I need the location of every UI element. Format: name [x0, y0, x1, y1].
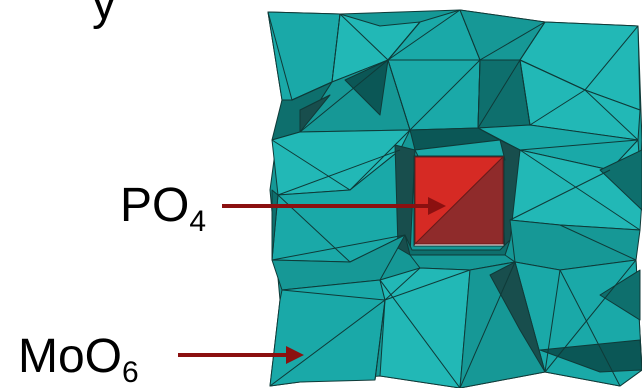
moo6-arrow: [178, 346, 304, 364]
top-label-fragment: y: [92, 0, 116, 28]
tetrahedron-back-face: [413, 155, 504, 245]
po4-tetrahedron: [413, 155, 505, 247]
top-label-text: y: [92, 0, 116, 30]
middle-right-octahedra: [477, 124, 642, 271]
top-row-octahedra: [267, 9, 641, 141]
moo6-label: MoO6: [18, 333, 139, 388]
central-cavity-frame: [404, 127, 516, 271]
po4-label-main: PO: [120, 179, 190, 232]
moo6-label-main: MoO: [18, 330, 123, 383]
po4-arrow: [222, 197, 446, 215]
bottom-row-octahedra: [269, 259, 642, 388]
facet-edges: [267, 9, 641, 388]
po4-label-subscript: 4: [189, 205, 207, 238]
po4-label: PO4: [120, 182, 206, 237]
moo6-label-subscript: 6: [122, 356, 139, 389]
